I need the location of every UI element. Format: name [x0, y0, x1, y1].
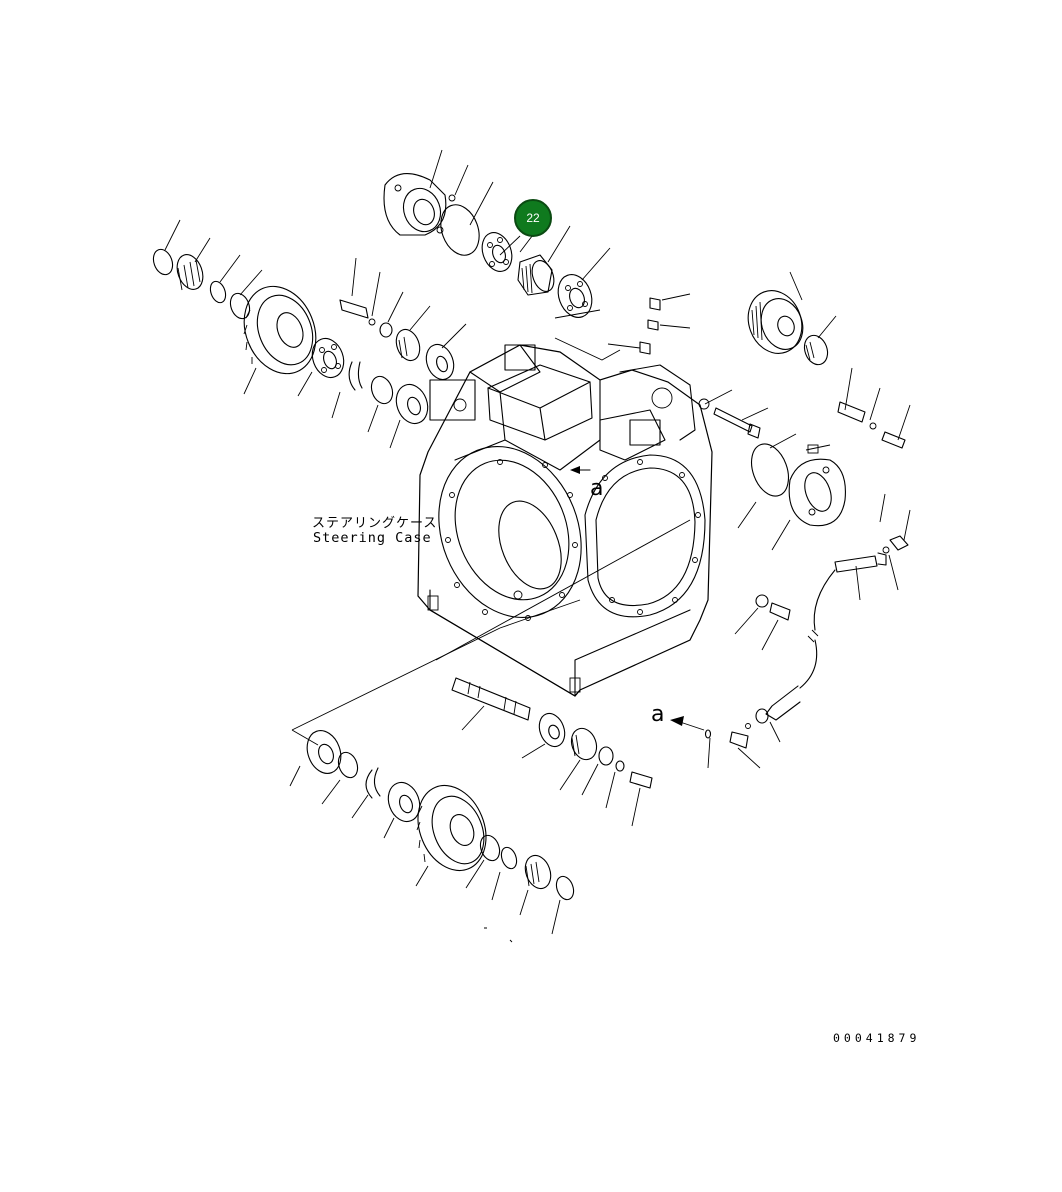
bearing-left-2 [395, 383, 429, 425]
part-callout-22[interactable]: 22 [514, 199, 552, 237]
bearing-cage [383, 173, 447, 236]
view-reference-detail: a [651, 702, 665, 727]
needle-bearing-lower [524, 854, 552, 890]
final-gear-upper [243, 285, 317, 375]
bearing-left-1 [311, 337, 345, 379]
gear-right [747, 290, 804, 354]
cover-right [788, 458, 846, 527]
case-label-japanese: ステアリングケース [312, 516, 438, 531]
needle-bearing-2 [395, 328, 421, 362]
bearing-upper-right [557, 274, 593, 318]
final-gear-lower [416, 784, 487, 872]
bevel-pinion [517, 254, 555, 296]
pinion-lower [570, 727, 598, 761]
drawing-number: 00041879 [833, 1031, 921, 1045]
right-upper-parts [607, 271, 911, 601]
hose-assembly [670, 569, 836, 769]
bearing-lower-1 [538, 712, 566, 748]
left-upper-parts [152, 219, 467, 449]
small-o-ring [448, 194, 456, 202]
needle-bearing-1 [176, 254, 204, 291]
o-ring-right [750, 443, 790, 497]
case-label-english: Steering Case [313, 530, 432, 546]
bearing-lower-2 [306, 730, 342, 774]
lower-parts [289, 519, 691, 943]
bearing-right [803, 334, 829, 366]
top-parts-group [383, 149, 621, 361]
o-ring [440, 204, 480, 256]
callout-leader [499, 235, 521, 256]
view-reference-main: a [590, 476, 604, 501]
bearing-upper [481, 232, 513, 272]
part-callout-label: 22 [526, 211, 540, 225]
bearing-left-3 [425, 343, 455, 381]
steering-case-body [417, 344, 713, 697]
snap-ring-1 [152, 248, 174, 276]
bearing-lower-3 [387, 781, 421, 823]
